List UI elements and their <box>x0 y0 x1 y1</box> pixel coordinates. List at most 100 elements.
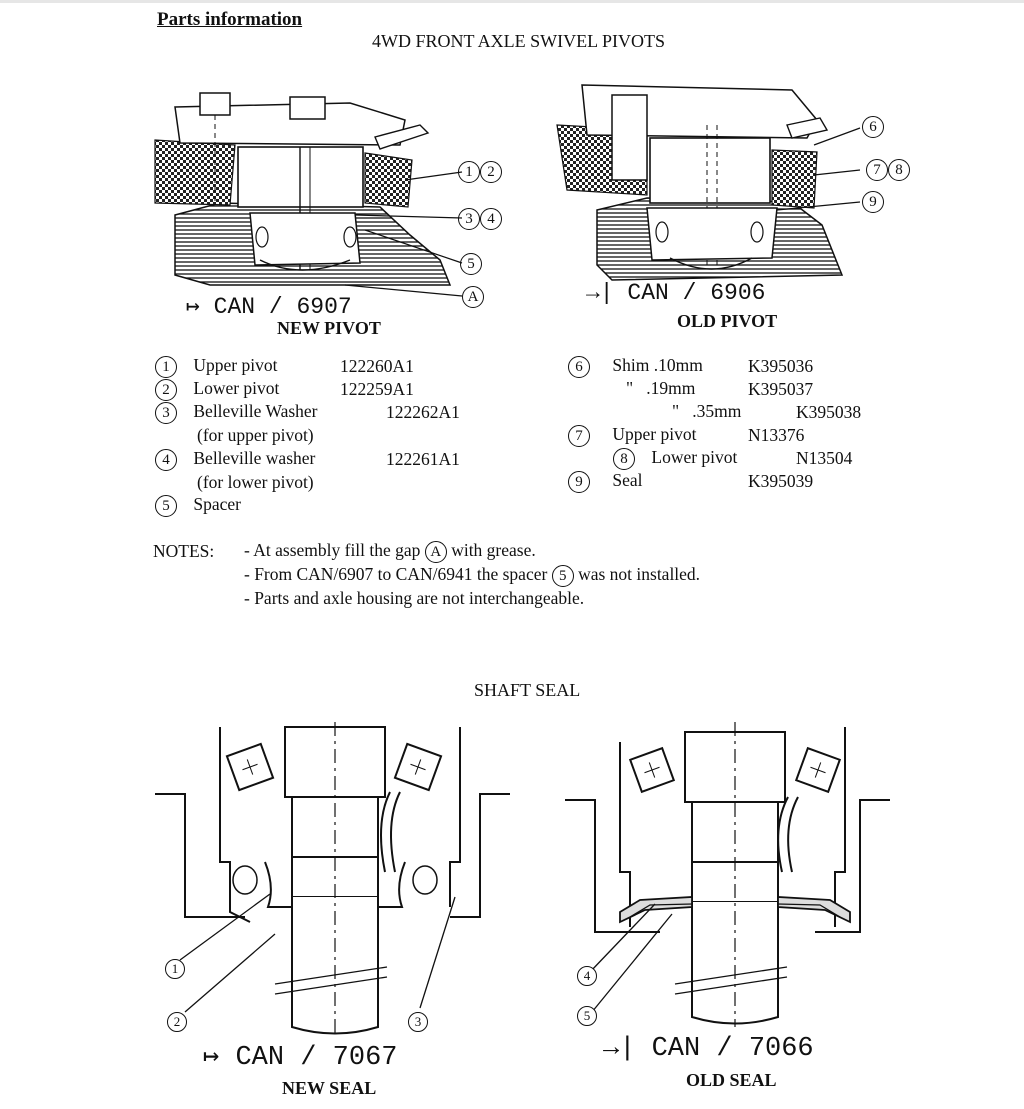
note-text: - From CAN/6907 to CAN/6941 the spacer <box>244 564 548 584</box>
part-number-marker: 4 <box>155 449 177 471</box>
new-pivot-caption: NEW PIVOT <box>277 318 381 338</box>
list-item: 5 Spacer <box>155 494 241 517</box>
part-no: K395038 <box>796 402 862 422</box>
callout-3: 3 <box>458 208 480 230</box>
callout-4: 4 <box>577 966 597 986</box>
part-no: 122262A1 <box>386 402 460 422</box>
part-number-marker: 1 <box>155 356 177 378</box>
callout-1: 1 <box>165 959 185 979</box>
new-pivot-callout-5: 5 <box>460 253 482 275</box>
part-note: (for upper pivot) <box>197 425 314 445</box>
part-number-marker: 5 <box>155 495 177 517</box>
callout-1: 1 <box>458 161 480 183</box>
old-seal-can: →| CAN / 7066 <box>603 1034 814 1064</box>
can-number: CAN / 6907 <box>213 294 352 320</box>
old-pivot-drawing <box>556 84 861 281</box>
part-no: 122261A1 <box>386 449 460 469</box>
part-name: Belleville Washer <box>193 401 318 421</box>
part-number-marker: 3 <box>155 402 177 424</box>
callout-6: 6 <box>862 116 884 138</box>
callout-8: 8 <box>888 159 910 181</box>
old-seal-caption: OLD SEAL <box>686 1070 777 1090</box>
callout-2: 2 <box>167 1012 187 1032</box>
callout-5: 5 <box>460 253 482 275</box>
list-item: 8 Lower pivot <box>613 447 737 470</box>
part-name: Shim .10mm <box>612 355 703 375</box>
part-number-marker: 8 <box>613 448 635 470</box>
new-seal-callout-2: 2 <box>167 1012 187 1032</box>
callout-A: A <box>462 286 484 308</box>
part-no: K395036 <box>748 356 814 376</box>
part-name: Lower pivot <box>193 378 280 398</box>
part-no: N13504 <box>796 448 853 468</box>
can-arrow: →| <box>603 1034 636 1064</box>
new-seal-can: ↦ CAN / 7067 <box>203 1040 398 1073</box>
part-no: 122259A1 <box>340 379 414 399</box>
part-note: (for lower pivot) <box>197 472 314 492</box>
can-number: CAN / 7067 <box>235 1043 398 1073</box>
page-top-border <box>0 0 1024 3</box>
can-number: CAN / 6906 <box>627 280 766 306</box>
shaft-seal-title: SHAFT SEAL <box>474 680 581 700</box>
note-line-3: - Parts and axle housing are not interch… <box>244 588 585 608</box>
part-name: Spacer <box>193 494 241 514</box>
list-item: 4 Belleville washer <box>155 448 315 471</box>
part-no: K395039 <box>748 471 814 491</box>
list-item: 6 Shim .10mm <box>568 355 703 378</box>
part-number-marker: 7 <box>568 425 590 447</box>
callout-4: 4 <box>480 208 502 230</box>
part-name: Upper pivot <box>612 424 697 444</box>
new-pivot-can: ↦ CAN / 6907 <box>186 293 352 320</box>
new-seal-caption: NEW SEAL <box>282 1078 377 1098</box>
note-text: with grease. <box>451 540 536 560</box>
new-seal-drawing <box>155 722 510 1037</box>
old-pivot-callout-9: 9 <box>862 191 884 213</box>
note-text: was not installed. <box>578 564 701 584</box>
note-ref-5: 5 <box>551 565 574 587</box>
part-name: Lower pivot <box>651 447 738 467</box>
new-seal-callout-3: 3 <box>408 1012 428 1032</box>
callout-3: 3 <box>408 1012 428 1032</box>
part-name: " .19mm <box>626 378 696 398</box>
note-text: - At assembly fill the gap <box>244 540 421 560</box>
old-pivot-callout-6: 6 <box>862 116 884 138</box>
can-arrow: ↦ <box>186 294 200 320</box>
part-name: Upper pivot <box>193 355 278 375</box>
new-pivot-callout-A: A <box>462 286 484 308</box>
can-number: CAN / 7066 <box>651 1034 814 1064</box>
part-number-marker: 9 <box>568 471 590 493</box>
notes-label: NOTES: <box>153 541 215 561</box>
part-number-marker: 2 <box>155 379 177 401</box>
list-item: 7 Upper pivot <box>568 424 696 447</box>
old-seal-callout-5: 5 <box>577 1006 597 1026</box>
note-line-1: - At assembly fill the gap A with grease… <box>244 540 536 563</box>
note-ref-A: A <box>424 541 447 563</box>
can-arrow: →| <box>586 280 614 306</box>
callout-9: 9 <box>862 191 884 213</box>
old-seal-callout-4: 4 <box>577 966 597 986</box>
list-item: 2 Lower pivot <box>155 378 279 401</box>
part-no: 122260A1 <box>340 356 414 376</box>
part-no: K395037 <box>748 379 814 399</box>
note-line-2: - From CAN/6907 to CAN/6941 the spacer 5… <box>244 564 700 587</box>
callout-2: 2 <box>480 161 502 183</box>
list-item: 1 Upper pivot <box>155 355 277 378</box>
old-pivot-can: →| CAN / 6906 <box>586 280 765 306</box>
new-seal-callout-1: 1 <box>165 959 185 979</box>
old-pivot-caption: OLD PIVOT <box>677 311 778 331</box>
new-pivot-drawing <box>154 92 463 297</box>
part-no: N13376 <box>748 425 805 445</box>
old-seal-drawing <box>565 722 890 1027</box>
can-arrow: ↦ <box>203 1043 220 1073</box>
part-name: Belleville washer <box>193 448 316 468</box>
callout-7: 7 <box>866 159 888 181</box>
part-name: " .35mm <box>672 401 742 421</box>
part-number-marker: 6 <box>568 356 590 378</box>
callout-5: 5 <box>577 1006 597 1026</box>
section-label: Parts information <box>157 9 303 30</box>
part-name: Seal <box>612 470 643 490</box>
page-title: 4WD FRONT AXLE SWIVEL PIVOTS <box>372 31 665 51</box>
